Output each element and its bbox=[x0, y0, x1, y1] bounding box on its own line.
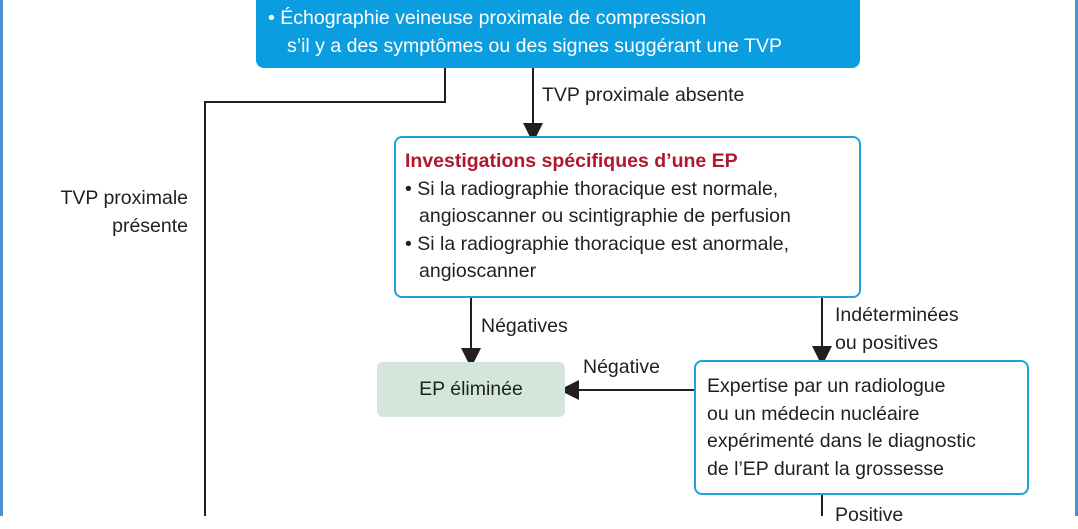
investigations-line-4: angioscanner bbox=[419, 260, 537, 282]
label-tvp-absent: TVP proximale absente bbox=[542, 84, 745, 106]
investigations-title: Investigations spécifiques d’une EP bbox=[405, 150, 738, 172]
ep-eliminated-box: EP éliminée bbox=[377, 362, 565, 417]
investigations-line-2: angioscanner ou scintigraphie de perfusi… bbox=[419, 205, 791, 227]
connector-layer bbox=[204, 68, 832, 516]
label-tvp-present-line-2: présente bbox=[112, 215, 188, 237]
expertise-box: Expertise par un radiologue ou un médeci… bbox=[694, 360, 1029, 495]
line-tvp-present bbox=[204, 68, 446, 516]
label-tvp-present-line-1: TVP proximale bbox=[60, 187, 188, 209]
investigations-box: Investigations spécifiques d’une EP • Si… bbox=[394, 136, 861, 298]
expertise-line-2: ou un médecin nucléaire bbox=[707, 402, 920, 425]
expertise-line-4: de l’EP durant la grossesse bbox=[707, 457, 945, 480]
label-negative: Négative bbox=[583, 356, 660, 378]
label-negatives: Négatives bbox=[481, 315, 568, 337]
label-indeterminate: Indéterminées ou positives bbox=[835, 301, 959, 357]
expertise-line-3: expérimenté dans le diagnostic bbox=[707, 430, 976, 452]
label-indeterminate-line-1: Indéterminées bbox=[835, 304, 959, 326]
investigations-line-1: • Si la radiographie thoracique est norm… bbox=[405, 177, 779, 200]
expertise-line-1: Expertise par un radiologue bbox=[707, 375, 946, 397]
label-indeterminate-line-2: ou positives bbox=[835, 332, 938, 354]
label-tvp-present: TVP proximale présente bbox=[40, 184, 188, 240]
label-positive: Positive bbox=[835, 504, 904, 526]
ultrasound-box: • Échographie veineuse proximale de comp… bbox=[256, 0, 860, 68]
ep-eliminated-label: EP éliminée bbox=[419, 378, 523, 400]
figure-frame bbox=[0, 0, 1078, 516]
ultrasound-line-1: • Échographie veineuse proximale de comp… bbox=[268, 7, 707, 29]
ultrasound-line-2: s’il y a des symptômes ou des signes sug… bbox=[287, 35, 782, 57]
investigations-line-3: • Si la radiographie thoracique est anor… bbox=[405, 232, 790, 255]
